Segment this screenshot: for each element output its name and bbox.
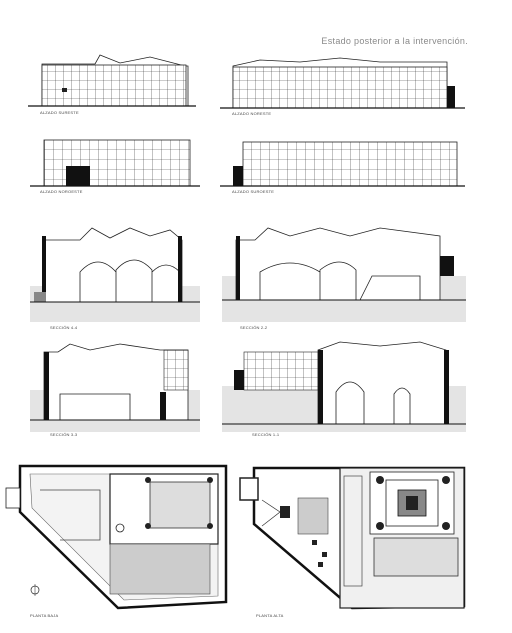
label-seccion-4-4: SECCIÓN 4-4 bbox=[50, 325, 78, 330]
section-1-1 bbox=[222, 341, 466, 432]
sheet-title: Estado posterior a la intervención. bbox=[321, 36, 468, 46]
label-alzado-sureste: ALZADO SURESTE bbox=[40, 110, 79, 115]
label-alzado-noreste: ALZADO NORESTE bbox=[232, 111, 272, 116]
elevation-suroeste bbox=[220, 141, 465, 187]
label-alzado-suroeste: ALZADO SUROESTE bbox=[232, 189, 275, 194]
label-alzado-noroeste: ALZADO NOROESTE bbox=[40, 189, 83, 194]
label-seccion-1-1: SECCIÓN 1-1 bbox=[252, 432, 280, 437]
label-planta-baja: PLANTA BAJA bbox=[30, 613, 59, 618]
label-seccion-2-2: SECCIÓN 2-2 bbox=[240, 325, 268, 330]
label-seccion-3-3: SECCIÓN 3-3 bbox=[50, 432, 78, 437]
elevation-noreste bbox=[220, 57, 465, 109]
plan-planta-alta bbox=[239, 466, 466, 610]
section-3-3 bbox=[30, 342, 200, 432]
section-2-2 bbox=[222, 227, 466, 322]
plan-planta-baja bbox=[5, 464, 228, 610]
section-4-4 bbox=[30, 227, 200, 322]
elevation-sureste bbox=[28, 54, 196, 107]
label-planta-alta: PLANTA ALTA bbox=[256, 613, 284, 618]
elevation-noroeste bbox=[30, 139, 200, 187]
